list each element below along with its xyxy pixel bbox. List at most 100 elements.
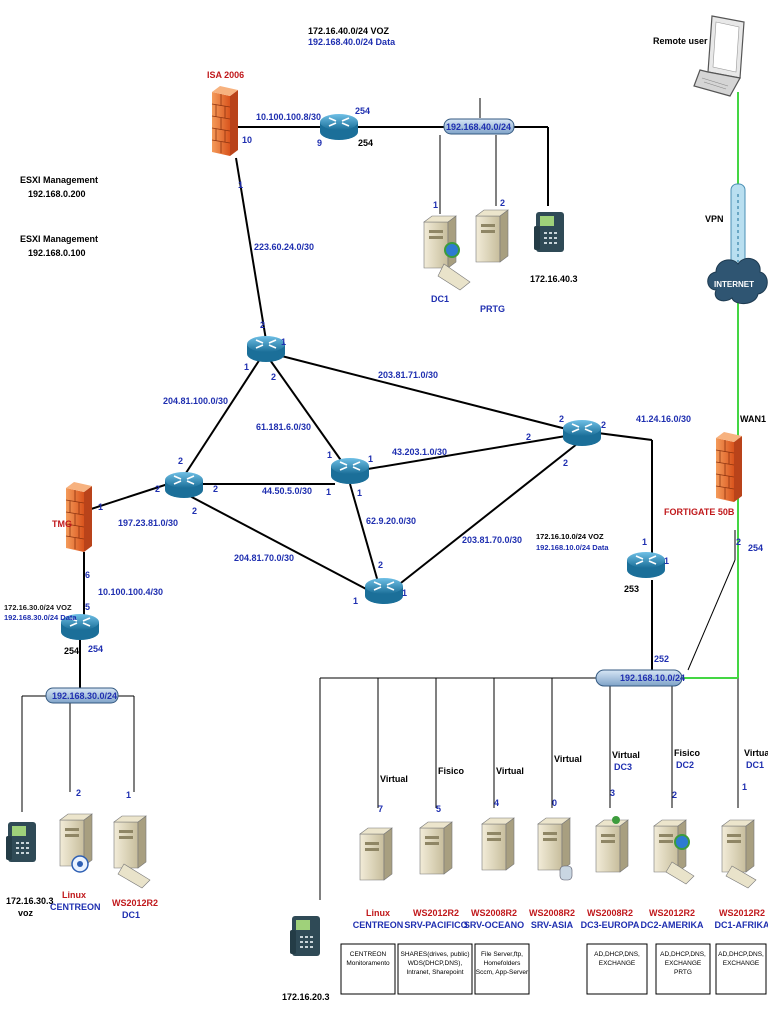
iface-label: 2	[271, 372, 276, 382]
server-type-label: Virtual	[380, 774, 408, 784]
iface-label: 1	[327, 450, 332, 460]
data-30-label: 192.168.30.0/24 Data	[4, 613, 77, 622]
net-10-4-label: 10.100.100.4/30	[98, 587, 163, 597]
iface-label: 2	[526, 432, 531, 442]
net-203-71-label: 203.81.71.0/30	[378, 370, 438, 380]
server-name-label: SRV-OCEANO	[464, 920, 524, 930]
iface-label: 254	[88, 644, 103, 654]
iface-label: 252	[654, 654, 669, 664]
iface-label: 1	[353, 596, 358, 606]
server-iface-label: 3	[610, 788, 615, 798]
iface-label: 2	[601, 420, 606, 430]
isa-firewall	[211, 85, 239, 157]
server-dc-label: DC2	[676, 760, 694, 770]
phone-40-label: 172.16.40.3	[530, 274, 578, 284]
vpn-tunnel	[730, 183, 746, 271]
iface-label: 2	[736, 537, 741, 547]
iface-label: 1	[98, 502, 103, 512]
server-dc2-amerika	[653, 819, 695, 885]
server-desc-line: Intranet, Sharepoint	[406, 969, 463, 976]
iface-label: 1	[281, 337, 286, 347]
switch-10-label: 192.168.10.0/24	[620, 673, 685, 683]
switch-40	[443, 118, 515, 135]
iface-label: 1	[126, 790, 131, 800]
iface-label: 254	[355, 106, 370, 116]
isa-label: ISA 2006	[207, 70, 244, 80]
iface-label: 2	[213, 484, 218, 494]
prtg-label: PRTG	[480, 304, 505, 314]
server-dc1-left	[113, 815, 151, 889]
fortigate-firewall	[715, 431, 743, 503]
iface-label: 9	[317, 138, 322, 148]
internet-cloud	[707, 257, 768, 304]
voz-30-label: 172.16.30.0/24 VOZ	[4, 603, 72, 612]
server-desc-line: Homefolders	[484, 960, 522, 967]
iface-label: 2	[155, 484, 160, 494]
net-62-label: 62.9.20.0/30	[366, 516, 416, 526]
server-os-label: WS2012R2	[719, 908, 765, 918]
vpn-label: VPN	[705, 214, 724, 224]
centreon-left-label: CENTREON	[50, 902, 101, 912]
iface-label: 1	[357, 488, 362, 498]
esxi2-title: ESXI Management	[20, 234, 98, 244]
router-10	[626, 551, 666, 579]
iface-label: 2	[260, 320, 265, 330]
iface-label: 2	[563, 458, 568, 468]
server-desc-line: Sccm, App-Server	[476, 969, 529, 976]
server-type-label: Fisico	[674, 748, 701, 758]
server-desc-line: EXCHANGE	[599, 960, 636, 967]
remote-user-label: Remote user	[653, 36, 708, 46]
server-type-label: Fisico	[438, 766, 465, 776]
server-iface-label: 0	[552, 798, 557, 808]
iface-label: 2	[559, 414, 564, 424]
server-name-label: CENTREON	[353, 920, 404, 930]
server-os-label: WS2012R2	[413, 908, 459, 918]
server-dc3-europa	[595, 816, 629, 873]
linux-left-label: Linux	[62, 890, 86, 900]
iface-label: 254	[64, 646, 79, 656]
iface-label: 254	[358, 138, 373, 148]
iface-label: 2	[192, 506, 197, 516]
iface-label: 254	[748, 543, 763, 553]
desc-boxes	[340, 943, 767, 995]
tmg-label: TMG	[52, 519, 72, 529]
data-40-label: 192.168.40.0/24 Data	[308, 37, 396, 47]
switch-10	[595, 669, 683, 687]
iface-label: 6	[85, 570, 90, 580]
server-desc-line: AD,DHCP,DNS,	[660, 951, 706, 958]
phone-20	[290, 916, 320, 956]
server-name-label: DC1-AFRIKA	[715, 920, 768, 930]
server-name-label: SRV-ASIA	[531, 920, 574, 930]
ws-left-label: WS2012R2	[112, 898, 158, 908]
phone-40	[534, 212, 564, 252]
wan1-label: WAN1	[740, 414, 766, 424]
server-name-label: DC3-EUROPA	[581, 920, 640, 930]
phone-30-label: 172.16.30.3	[6, 896, 54, 906]
phone-30	[6, 822, 36, 862]
server-srv-oceano	[481, 817, 515, 871]
iface-label: 1	[402, 588, 407, 598]
net-204-70-label: 204.81.70.0/30	[234, 553, 294, 563]
server-prtg	[475, 209, 509, 263]
iface-label: 1	[433, 200, 438, 210]
net-203-70-label: 203.81.70.0/30	[462, 535, 522, 545]
net-isa-label: 10.100.100.8/30	[256, 112, 321, 122]
iface-label: 5	[85, 602, 90, 612]
laptop-icon	[693, 15, 745, 97]
links	[21, 92, 739, 900]
server-desc-line: EXCHANGE	[665, 960, 702, 967]
data-10-label: 192.168.10.0/24 Data	[536, 543, 609, 552]
server-srv-pacifico	[419, 821, 453, 875]
dc1-left-label: DC1	[122, 910, 140, 920]
router-center-top	[246, 335, 286, 363]
router-left	[164, 471, 204, 499]
server-type-label: Virtual	[744, 748, 768, 758]
server-dc1-afrika	[721, 819, 757, 889]
router-top	[319, 113, 359, 141]
server-desc-line: WDS(DHCP,DNS),	[408, 960, 463, 967]
switch-40-label: 192.168.40.0/24	[446, 122, 511, 132]
server-labels: Virtual7LinuxCENTREONCENTREONMonitoramen…	[346, 748, 768, 976]
server-dc-label: DC3	[614, 762, 632, 772]
iface-label: 2	[76, 788, 81, 798]
server-desc-line: SHARES(drives, public)	[401, 951, 470, 958]
